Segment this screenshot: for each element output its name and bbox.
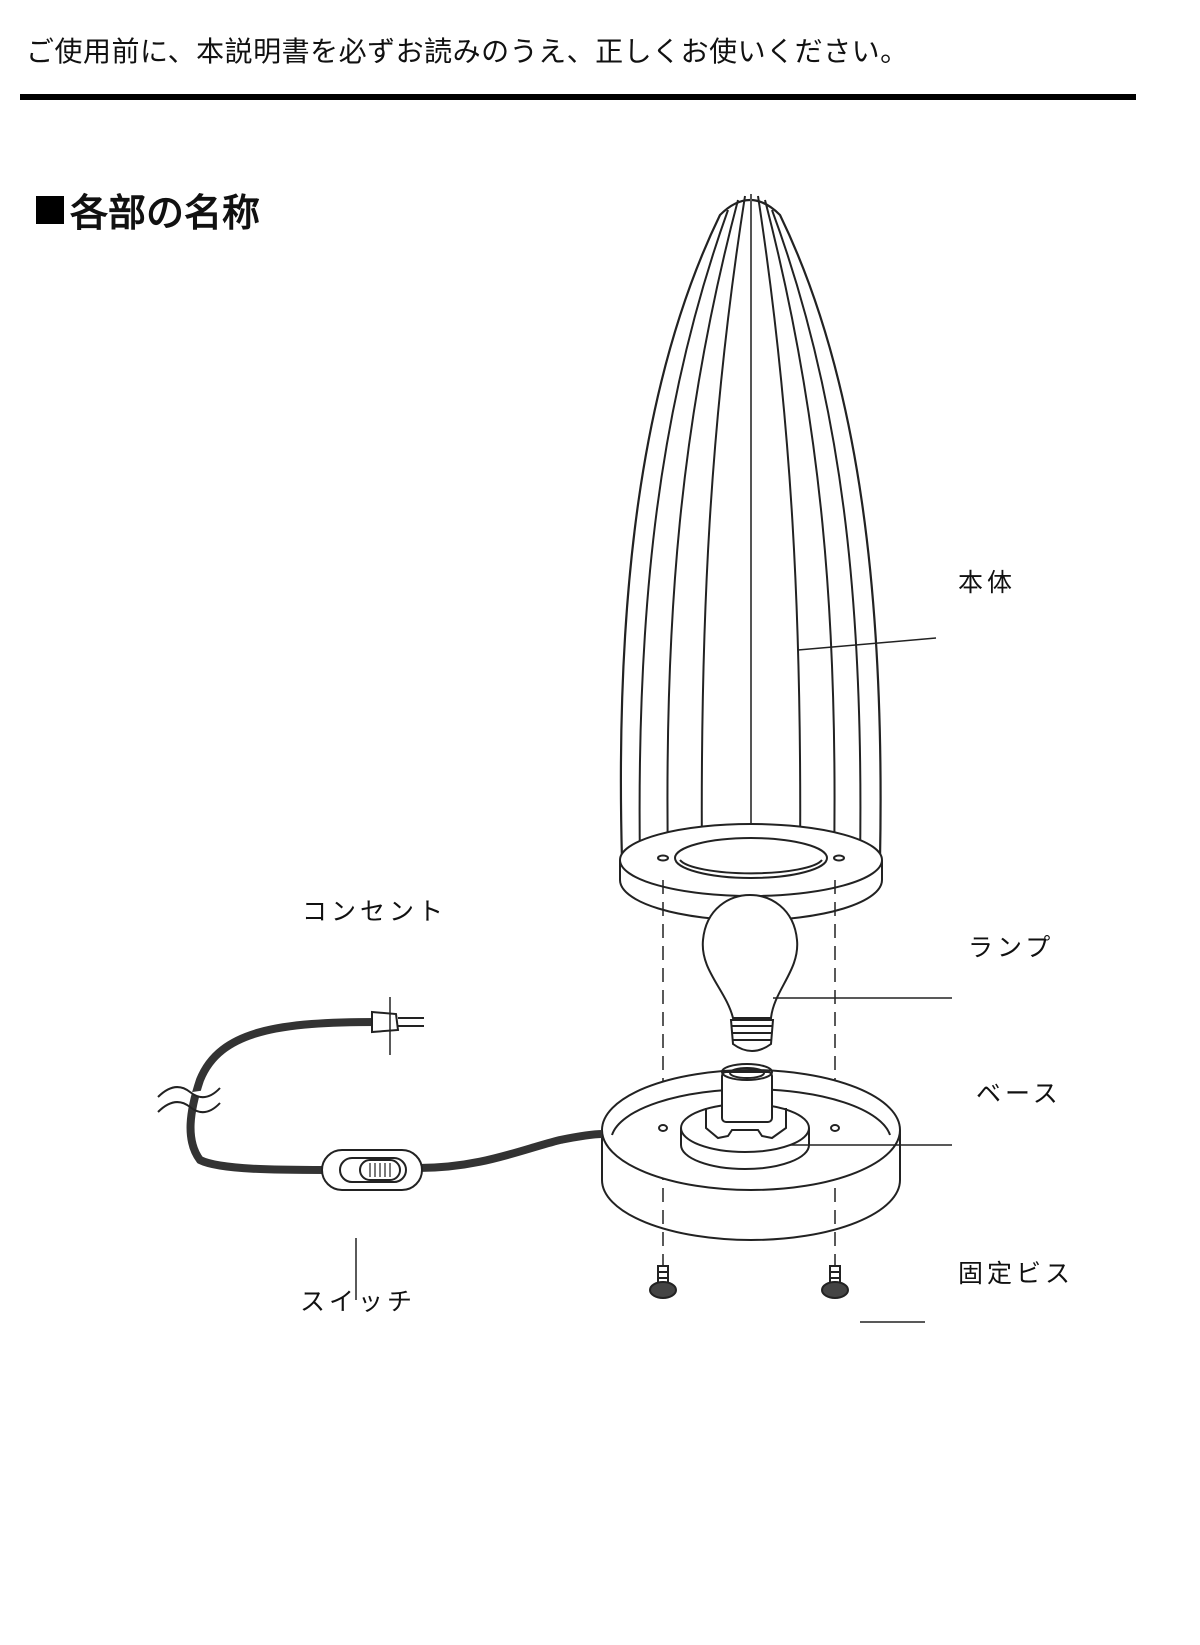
section-title-text: 各部の名称 [70, 191, 261, 235]
power-cord-icon [157, 1018, 603, 1174]
label-screws: 固定ビス [958, 1259, 1075, 1288]
usage-notice: ご使用前に、本説明書を必ずお読みのうえ、正しくお使いください。 [26, 35, 909, 68]
light-bulb-icon [701, 893, 799, 1052]
square-bullet-icon [36, 195, 64, 224]
label-body: 本体 [958, 568, 1017, 597]
label-lamp: ランプ [968, 933, 1055, 962]
label-outlet: コンセント [302, 897, 448, 926]
lamp-shade-icon [619, 194, 883, 922]
label-switch: スイッチ [300, 1287, 417, 1316]
power-plug-icon [371, 997, 424, 1055]
thumb-screw-icon [649, 1265, 849, 1299]
header-divider [20, 94, 1136, 100]
base-socket-icon [601, 1063, 901, 1241]
body-leader-line [797, 637, 937, 651]
inline-switch-icon [321, 1149, 423, 1191]
label-base: ベース [976, 1079, 1062, 1108]
section-title: 各部の名称 [36, 182, 260, 237]
